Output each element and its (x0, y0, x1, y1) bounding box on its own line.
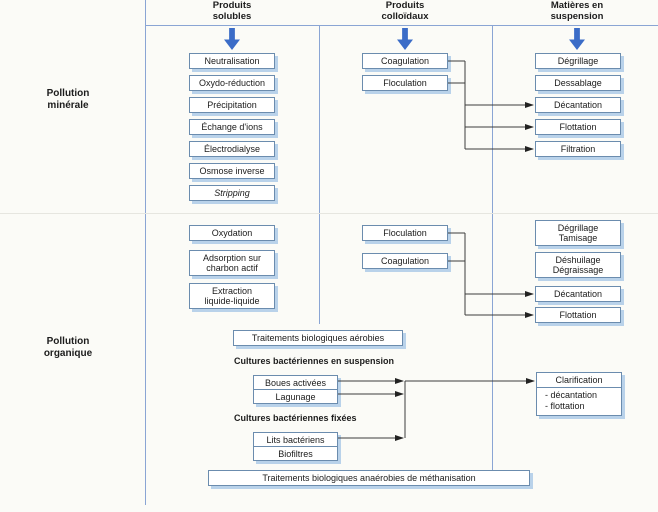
column-header-colloidal: Produits colloïdaux (381, 0, 429, 22)
box-deshuilage-degraissage: Déshuilage Dégraissage (535, 252, 621, 278)
column-header-suspension: Matières en suspension (550, 0, 604, 22)
box-decantation-mineral: Décantation (535, 97, 621, 113)
column-divider-1 (319, 25, 320, 324)
box-precipitation: Précipitation (189, 97, 275, 113)
box-degrillage-tamisage: Dégrillage Tamisage (535, 220, 621, 246)
label-cultures-fixees: Cultures bactériennes fixées (234, 413, 357, 423)
box-adsorption-charbon: Adsorption sur charbon actif (189, 250, 275, 276)
header-rule-line (145, 25, 658, 26)
box-biofiltres: Biofiltres (254, 446, 337, 460)
box-electrodialyse: Électrodialyse (189, 141, 275, 157)
box-neutralisation: Neutralisation (189, 53, 275, 69)
down-arrow-icon (569, 28, 585, 50)
down-arrow-icon (224, 28, 240, 50)
clarification-title: Clarification (537, 373, 621, 388)
section-label-organic: Pollution organique (43, 336, 93, 359)
box-boues-activees: Boues activées (264, 377, 327, 388)
box-coagulation-mineral: Coagulation (362, 53, 448, 69)
box-traitements-aerobies: Traitements biologiques aérobies (233, 330, 403, 346)
box-flottation-mineral: Flottation (535, 119, 621, 135)
box-floculation-organic: Floculation (362, 225, 448, 241)
section-separator-line (0, 213, 658, 214)
box-dessablage: Dessablage (535, 75, 621, 91)
box-filtration: Filtration (535, 141, 621, 157)
box-osmose-inverse: Osmose inverse (189, 163, 275, 179)
box-clarification: Clarification - décantation - flottation (536, 372, 622, 416)
box-oxydo-reduction: Oxydo-réduction (189, 75, 275, 91)
box-degrillage: Dégrillage (535, 53, 621, 69)
section-label-mineral: Pollution minérale (46, 88, 90, 111)
box-decantation-organic: Décantation (535, 286, 621, 302)
box-pair-cultures-suspension: Boues activées Lagunage (253, 375, 338, 404)
down-arrow-icon (397, 28, 413, 50)
box-echange-ions: Échange d'ions (189, 119, 275, 135)
box-extraction-liquide: Extraction liquide-liquide (189, 283, 275, 309)
box-flottation-organic: Flottation (535, 307, 621, 323)
clarification-item-flottation: - flottation (545, 401, 585, 412)
box-pair-cultures-fixees: Lits bactériens Biofiltres (253, 432, 338, 461)
clarification-item-decantation: - décantation (545, 390, 598, 400)
box-lits-bacteriens: Lits bactériens (266, 434, 325, 445)
column-divider-2 (492, 25, 493, 471)
box-floculation-mineral: Floculation (362, 75, 448, 91)
box-coagulation-organic: Coagulation (362, 253, 448, 269)
left-border-line (145, 0, 146, 505)
box-lagunage: Lagunage (254, 389, 337, 403)
box-oxydation: Oxydation (189, 225, 275, 241)
column-header-soluble: Produits solubles (212, 0, 252, 22)
box-stripping: Stripping (189, 185, 275, 201)
label-cultures-suspension: Cultures bactériennes en suspension (234, 356, 395, 366)
box-traitements-anaerobies: Traitements biologiques anaérobies de mé… (208, 470, 530, 486)
